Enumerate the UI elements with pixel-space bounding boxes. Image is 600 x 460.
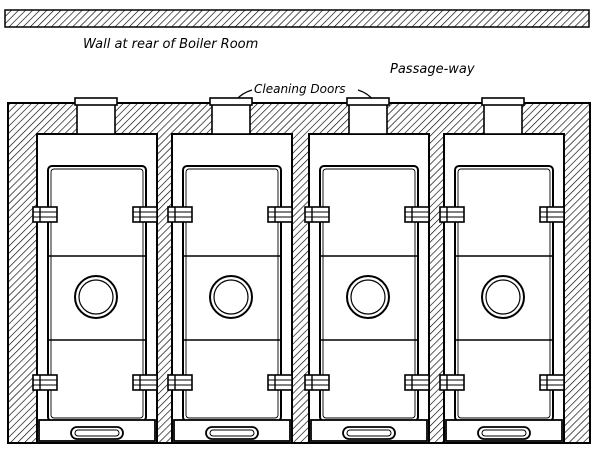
bracket-upper-right-body <box>539 206 565 223</box>
bracket-upper-left-body <box>439 206 465 223</box>
dome-inner-ring <box>350 279 386 315</box>
boiler-shell-inner <box>457 168 551 419</box>
uptake-nozzle <box>76 102 116 135</box>
bracket-lower-right <box>404 374 430 391</box>
bracket-lower-right-body <box>539 374 565 391</box>
bracket-lower-left-body <box>32 374 58 391</box>
firing-door <box>70 426 124 440</box>
bracket-lower-left-body <box>167 374 193 391</box>
bracket-lower-left <box>304 374 330 391</box>
bracket-upper-right-body <box>267 206 293 223</box>
boiler-1 <box>36 97 158 444</box>
cleaning-door <box>74 97 118 106</box>
dome-inner-ring <box>78 279 114 315</box>
uptake-nozzle <box>483 102 523 135</box>
bracket-upper-left-body <box>304 206 330 223</box>
bracket-lower-right <box>267 374 293 391</box>
firing-door <box>205 426 259 440</box>
bracket-lower-right <box>539 374 565 391</box>
cleaning-door <box>481 97 525 106</box>
bracket-upper-right-body <box>404 206 430 223</box>
bracket-lower-right-body <box>404 374 430 391</box>
bracket-upper-right <box>267 206 293 223</box>
cleaning-door <box>209 97 253 106</box>
dome-manhole <box>346 275 390 319</box>
bracket-upper-left-body <box>167 206 193 223</box>
bracket-upper-right <box>539 206 565 223</box>
firing-door <box>342 426 396 440</box>
wall-label: Wall at rear of Boiler Room <box>83 37 258 52</box>
bracket-upper-right <box>132 206 158 223</box>
firing-door <box>477 426 531 440</box>
uptake-nozzle <box>348 102 388 135</box>
bracket-lower-left <box>439 374 465 391</box>
bracket-lower-left <box>167 374 193 391</box>
passage-way-label: Passage-way <box>390 62 475 77</box>
bracket-upper-right <box>404 206 430 223</box>
boiler-shell-inner <box>185 168 279 419</box>
bracket-upper-left <box>304 206 330 223</box>
firing-door-inner <box>209 429 255 437</box>
bracket-lower-right-body <box>267 374 293 391</box>
bracket-upper-left-body <box>32 206 58 223</box>
dome-inner-ring <box>213 279 249 315</box>
bracket-lower-right-body <box>132 374 158 391</box>
dome-manhole <box>209 275 253 319</box>
boiler-group <box>32 97 565 444</box>
firing-door-inner <box>346 429 392 437</box>
bracket-upper-right-body <box>132 206 158 223</box>
bracket-upper-left <box>439 206 465 223</box>
boiler-3 <box>308 97 430 444</box>
bracket-upper-left <box>32 206 58 223</box>
firing-door-inner <box>481 429 527 437</box>
boiler-2 <box>171 97 293 444</box>
bracket-lower-left-body <box>304 374 330 391</box>
dome-inner-ring <box>485 279 521 315</box>
boiler-shell-inner <box>322 168 416 419</box>
boiler-shell-inner <box>50 168 144 419</box>
firing-door-inner <box>74 429 120 437</box>
bracket-upper-left <box>167 206 193 223</box>
cleaning-doors-label: Cleaning Doors <box>254 82 346 96</box>
cleaning-door <box>346 97 390 106</box>
dome-manhole <box>74 275 118 319</box>
rear-wall <box>4 9 590 28</box>
bracket-lower-right <box>132 374 158 391</box>
dome-manhole <box>481 275 525 319</box>
boiler-4 <box>443 97 565 444</box>
bracket-lower-left-body <box>439 374 465 391</box>
uptake-nozzle <box>211 102 251 135</box>
bracket-lower-left <box>32 374 58 391</box>
